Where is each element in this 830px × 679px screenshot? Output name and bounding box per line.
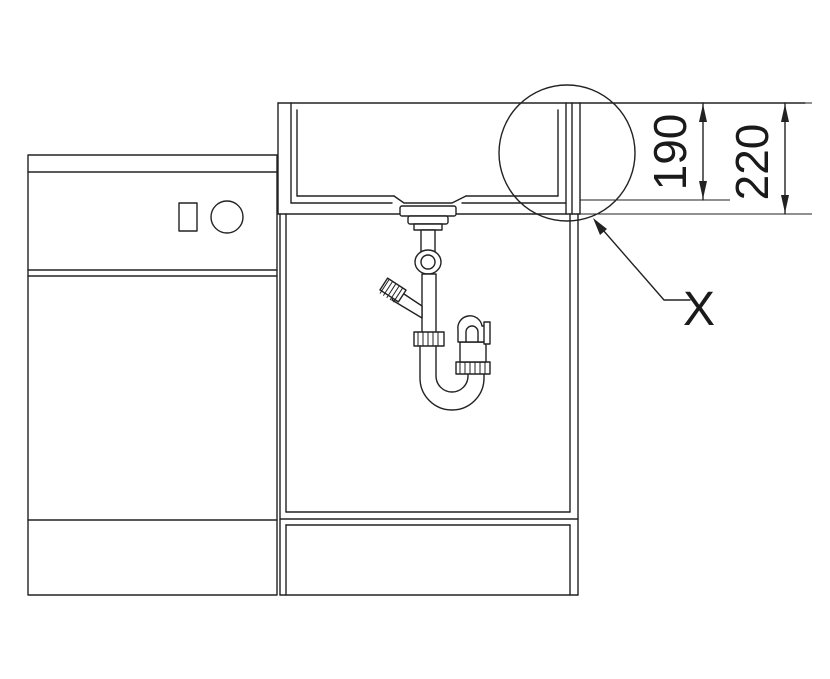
dimension-190-label: 190 [644,114,696,191]
detail-circle [498,84,636,222]
dimension-190 [580,102,730,201]
side-inlet-nozzle-icon [379,277,423,319]
dishwasher-appliance [27,154,278,596]
callout-label: X [683,283,715,336]
siphon-drain-assembly [379,205,491,411]
control-knob-icon [210,200,244,234]
dimension-220 [730,102,812,215]
callout-leader [593,218,691,301]
sink-cabinet [279,213,579,596]
dimension-220-label: 220 [726,124,778,201]
control-button-square-icon [178,202,198,232]
